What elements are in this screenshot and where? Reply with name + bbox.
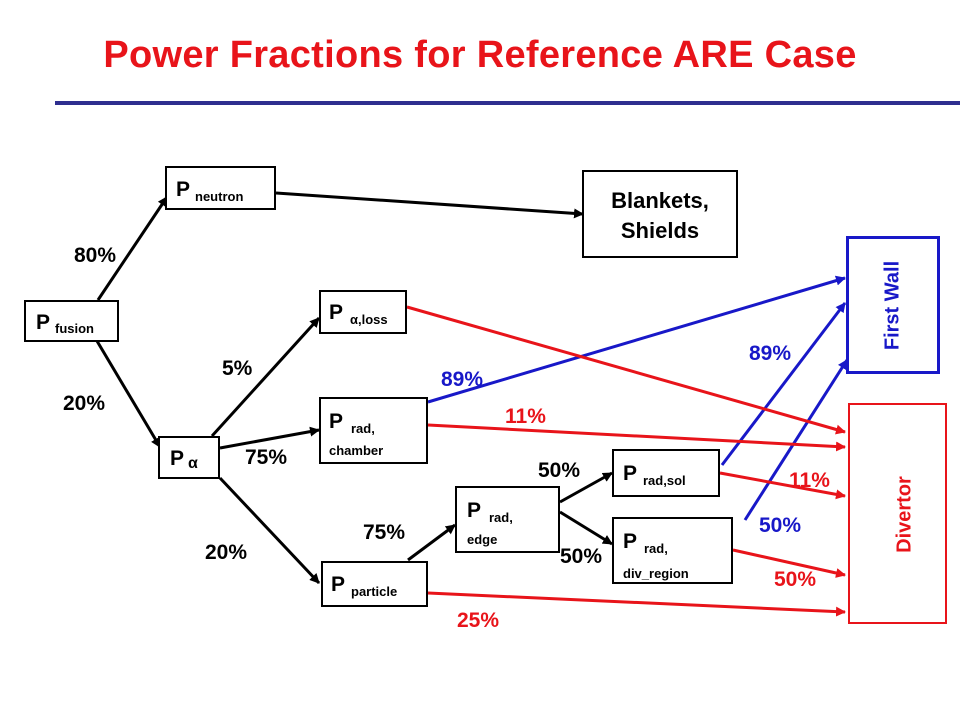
node-p-fusion: P fusion — [24, 300, 119, 342]
node-blankets-shields: Blankets, Shields — [582, 170, 738, 258]
arrow-alpha-particle — [218, 476, 321, 585]
label-div-first-wall: 50% — [759, 514, 802, 537]
node-subscript: α,loss — [350, 312, 388, 327]
label-edge-sol: 50% — [538, 459, 581, 482]
arrow-loss-divertor — [406, 305, 846, 435]
node-p-alpha-loss: P α,loss — [319, 290, 407, 334]
label-particle-divertor: 25% — [457, 609, 500, 632]
arrow-sol-first-wall — [720, 302, 847, 466]
arrow-particle-edge — [407, 523, 456, 562]
node-subscript-line1: rad, — [489, 510, 513, 525]
arrow-sol-divertor — [719, 471, 846, 500]
shields-line: Shields — [620, 218, 700, 243]
node-subscript: fusion — [55, 321, 94, 336]
page-title: Power Fractions for Reference ARE Case — [103, 34, 857, 76]
node-first-wall: First Wall — [846, 236, 940, 374]
node-symbol: P — [623, 530, 638, 553]
arrow-alpha-chamber — [219, 426, 320, 450]
label-fusion-neutron: 80% — [74, 244, 117, 267]
label-div-divertor: 50% — [774, 568, 817, 591]
arrow-fusion-alpha — [95, 340, 162, 448]
arrow-neutron-blankets — [275, 191, 584, 219]
node-symbol: P — [329, 410, 344, 433]
node-p-rad-sol: P rad,sol — [612, 449, 720, 497]
node-symbol: P — [623, 462, 638, 485]
label-sol-first-wall: 89% — [749, 342, 792, 365]
label-sol-divertor: 11% — [789, 469, 830, 492]
node-subscript-line2: div_region — [623, 566, 689, 581]
divertor-label: Divertor — [893, 476, 916, 553]
node-p-particle: P particle — [321, 561, 428, 607]
node-symbol: P — [176, 178, 191, 201]
node-subscript: α — [188, 455, 198, 472]
node-divertor: Divertor — [848, 403, 947, 624]
arrow-alpha-loss — [210, 316, 321, 438]
blankets-line: Blankets, — [611, 188, 709, 213]
node-p-alpha: P α — [158, 436, 220, 479]
node-symbol: P — [170, 447, 185, 470]
label-chamber-first-wall: 89% — [441, 368, 484, 391]
node-symbol: P — [329, 301, 344, 324]
node-p-neutron: P neutron — [165, 166, 276, 210]
node-p-rad-chamber: P rad, chamber — [319, 397, 428, 464]
label-alpha-particle: 20% — [205, 541, 248, 564]
node-subscript: particle — [351, 584, 398, 599]
arrow-fusion-neutron — [96, 196, 169, 301]
node-subscript: rad,sol — [643, 473, 686, 488]
node-symbol: P — [331, 573, 346, 596]
arrow-chamber-divertor — [427, 423, 846, 452]
label-edge-div: 50% — [560, 545, 603, 568]
node-symbol: P — [36, 311, 51, 334]
arrow-edge-div — [559, 510, 613, 546]
title-rule — [55, 101, 960, 105]
arrow-chamber-first-wall — [427, 275, 846, 404]
label-fusion-alpha: 20% — [63, 392, 106, 415]
node-subscript-line1: rad, — [644, 541, 668, 556]
arrow-div-first-wall — [743, 359, 849, 521]
node-p-rad-div-region: P rad, div_region — [612, 517, 733, 584]
node-p-rad-edge: P rad, edge — [455, 486, 560, 553]
first-wall-label: First Wall — [881, 260, 904, 351]
node-subscript: neutron — [195, 189, 244, 204]
arrow-edge-sol — [559, 471, 613, 504]
node-subscript-line2: chamber — [329, 443, 384, 458]
label-chamber-divertor: 11% — [505, 405, 546, 428]
node-symbol: P — [467, 499, 482, 522]
arrow-particle-divertor — [427, 591, 846, 617]
arrow-div-divertor — [732, 548, 846, 578]
node-subscript-line2: edge — [467, 532, 498, 547]
label-alpha-chamber: 75% — [245, 446, 288, 469]
label-particle-edge: 75% — [363, 521, 406, 544]
node-subscript-line1: rad, — [351, 421, 375, 436]
label-alpha-loss: 5% — [222, 357, 253, 380]
